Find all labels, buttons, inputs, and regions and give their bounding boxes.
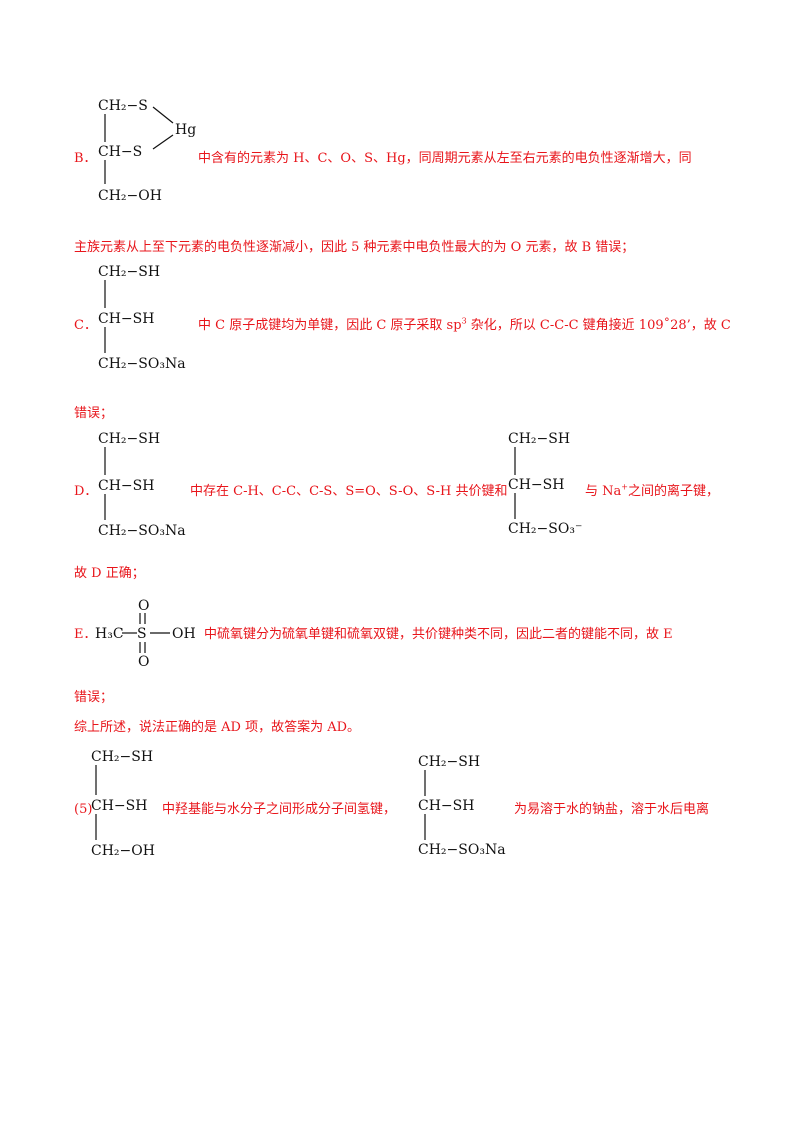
- struct-d2-top: CH₂−SH: [508, 431, 570, 447]
- struct-5b-top: CH₂−SH: [418, 754, 480, 770]
- struct-d2-mid: CH−SH: [508, 477, 564, 493]
- struct-5-top: CH₂−SH: [91, 749, 153, 765]
- struct-5b-bot: CH₂−SO₃Na: [418, 842, 506, 858]
- option-d-text-line2: 故 D 正确；: [74, 566, 145, 581]
- struct-5b-mid: CH−SH: [418, 798, 474, 814]
- structure-5-sulfonate-sodium: CH₂−SH CH−SH CH₂−SO₃Na: [418, 754, 506, 858]
- struct-b-hg: Hg: [175, 122, 196, 138]
- option-b-label: B．: [74, 151, 97, 166]
- struct-b-mid: CH−S: [98, 144, 142, 160]
- struct-d-mid: CH−SH: [98, 478, 154, 494]
- option-d-text-mid: 中存在 C-H、C-C、C-S、S=O、S-O、S-H 共价键和: [190, 484, 508, 499]
- structure-c-dimercaptopropane-sulfonate: CH₂−SH CH−SH CH₂−SO₃Na: [98, 264, 186, 372]
- struct-c-mid: CH−SH: [98, 311, 154, 327]
- struct-b-top: CH₂−S: [98, 98, 148, 114]
- q5-label: (5): [74, 802, 93, 817]
- struct-e-s: S: [137, 626, 147, 642]
- structure-5-dimercaprol: CH₂−SH CH−SH CH₂−OH: [91, 749, 155, 859]
- struct-5-mid: CH−SH: [91, 798, 147, 814]
- struct-c-top: CH₂−SH: [98, 264, 160, 280]
- struct-b-bond-s-hg-top: [152, 106, 174, 124]
- struct-d-bot: CH₂−SO₃Na: [98, 523, 186, 539]
- option-c-label: C．: [74, 318, 97, 333]
- struct-e-h3c: H₃C: [95, 626, 124, 642]
- struct-e-o-top: O: [138, 598, 149, 614]
- structure-e-methanesulfonic-acid: O H₃C S OH O: [95, 598, 196, 670]
- q5-text-mid: 中羟基能与水分子之间形成分子间氢键，: [162, 802, 397, 817]
- struct-e-oh: OH: [172, 626, 196, 642]
- struct-d2-bot: CH₂−SO₃⁻: [508, 521, 582, 537]
- option-e-label: E．: [74, 627, 97, 642]
- struct-b-bond-s-hg-bot: [152, 134, 174, 150]
- option-c-text-line1: 中 C 原子成键均为单键，因此 C 原子采取 sp3 杂化，所以 C-C-C 键…: [198, 316, 731, 333]
- struct-5-bot: CH₂−OH: [91, 843, 155, 859]
- summary-text: 综上所述，说法正确的是 AD 项，故答案为 AD。: [74, 720, 361, 735]
- struct-c-bot: CH₂−SO₃Na: [98, 356, 186, 372]
- option-e-text-line1: 中硫氧键分为硫氧单键和硫氧双键，共价键种类不同，因此二者的键能不同，故 E: [204, 627, 673, 642]
- option-b-text-line2: 主族元素从上至下元素的电负性逐渐减小，因此 5 种元素中电负性最大的为 O 元素…: [74, 240, 635, 255]
- structure-b-dimercaprol-hg: CH₂−S Hg CH−S CH₂−OH: [98, 98, 196, 204]
- struct-e-o-bot: O: [138, 654, 149, 670]
- structure-d-dimercaptopropane-sulfonate: CH₂−SH CH−SH CH₂−SO₃Na: [98, 431, 186, 539]
- struct-b-bot: CH₂−OH: [98, 188, 162, 204]
- structure-d-sulfonate-anion: CH₂−SH CH−SH CH₂−SO₃⁻: [508, 431, 582, 537]
- option-c-text-line2: 错误；: [74, 406, 114, 421]
- option-d-text-end: 与 Na+之间的离子键，: [585, 482, 719, 499]
- option-d-label: D．: [74, 484, 98, 499]
- option-b-text-line1: 中含有的元素为 H、C、O、S、Hg，同周期元素从左至右元素的电负性逐渐增大，同: [198, 151, 692, 166]
- option-e-text-line2: 错误；: [74, 690, 114, 705]
- q5-text-end: 为易溶于水的钠盐，溶于水后电离: [514, 802, 710, 817]
- struct-d-top: CH₂−SH: [98, 431, 160, 447]
